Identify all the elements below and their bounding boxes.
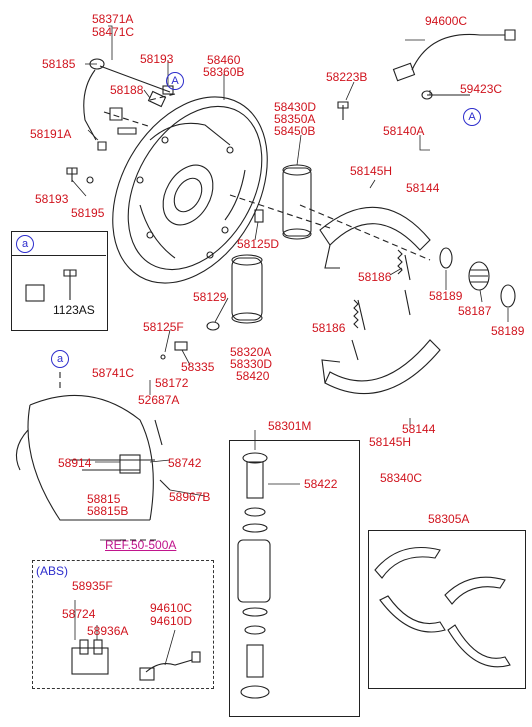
wheel-cylinder-upper-drawing bbox=[254, 101, 349, 240]
part-58430d: 58430D bbox=[274, 100, 317, 114]
part-58193-top: 58193 bbox=[140, 52, 174, 66]
part-58189-a: 58189 bbox=[429, 289, 463, 303]
part-58191a: 58191A bbox=[30, 127, 72, 141]
part-58140a: 58140A bbox=[383, 124, 425, 138]
part-58935f: 58935F bbox=[72, 579, 113, 593]
part-58936a: 58936A bbox=[87, 624, 129, 638]
part-58144-bot: 58144 bbox=[402, 422, 436, 436]
part-94610c: 94610C bbox=[150, 601, 193, 615]
backing-plate-lower-drawing bbox=[15, 394, 171, 521]
part-58223b: 58223B bbox=[326, 70, 368, 84]
part-58460: 58460 bbox=[207, 53, 241, 67]
part-58188: 58188 bbox=[110, 83, 144, 97]
callout-a-mid: a bbox=[51, 350, 69, 368]
backing-plate-drawing bbox=[112, 96, 268, 284]
part-58144-top: 58144 bbox=[406, 181, 440, 195]
callout-a-top: A bbox=[166, 72, 184, 90]
part-58186-mid: 58186 bbox=[312, 321, 346, 335]
part-59423c: 59423C bbox=[460, 82, 503, 96]
part-58125d: 58125D bbox=[237, 237, 280, 251]
part-58189-b: 58189 bbox=[491, 324, 525, 338]
part-58340c: 58340C bbox=[380, 471, 423, 485]
part-58742: 58742 bbox=[168, 456, 202, 470]
callout-a-right: A bbox=[463, 108, 481, 126]
part-58420: 58420 bbox=[236, 369, 270, 383]
callout-a-box: a bbox=[16, 235, 34, 253]
wheel-cylinder-lower-drawing bbox=[160, 254, 263, 360]
adjuster-parts-drawing bbox=[439, 247, 516, 308]
part-58335: 58335 bbox=[181, 360, 215, 374]
part-58914: 58914 bbox=[58, 456, 92, 470]
part-58360b: 58360B bbox=[203, 65, 245, 79]
part-58145h-top: 58145H bbox=[350, 164, 393, 178]
part-58450b: 58450B bbox=[274, 124, 316, 138]
part-58187: 58187 bbox=[458, 304, 492, 318]
sensor-cable-drawing bbox=[392, 29, 516, 100]
part-58330d: 58330D bbox=[230, 357, 273, 371]
part-1123as: 1123AS bbox=[53, 303, 95, 317]
part-58967b: 58967B bbox=[169, 490, 211, 504]
part-94610d: 94610D bbox=[150, 614, 193, 628]
inset-part-drawing bbox=[25, 269, 77, 302]
part-58195: 58195 bbox=[71, 206, 105, 220]
part-58422: 58422 bbox=[304, 477, 338, 491]
cylinder-kit-box bbox=[229, 440, 360, 717]
part-58371a: 58371A bbox=[92, 12, 134, 26]
part-58724: 58724 bbox=[62, 607, 96, 621]
shoe-kit-box bbox=[368, 530, 526, 689]
assembly-axis-lines bbox=[59, 93, 431, 541]
part-58186-top: 58186 bbox=[358, 270, 392, 284]
inset-box-a bbox=[11, 231, 108, 331]
part-58305a: 58305A bbox=[428, 512, 470, 526]
inset-box-a-header bbox=[11, 231, 106, 256]
part-58172: 58172 bbox=[155, 376, 189, 390]
part-58125f: 58125F bbox=[143, 320, 184, 334]
part-58741c: 58741C bbox=[92, 366, 135, 380]
part-58193-mid: 58193 bbox=[35, 192, 69, 206]
part-58471c: 58471C bbox=[92, 25, 135, 39]
part-52687a: 52687A bbox=[138, 393, 180, 407]
reference-link[interactable]: REF.50-500A bbox=[105, 538, 177, 552]
abs-label: (ABS) bbox=[36, 564, 69, 578]
leader-lines bbox=[71, 25, 509, 666]
part-58185: 58185 bbox=[42, 57, 76, 71]
part-58145h-bot: 58145H bbox=[369, 435, 412, 449]
part-94600c: 94600C bbox=[425, 14, 468, 28]
part-58350a: 58350A bbox=[274, 112, 316, 126]
abs-parts-drawing bbox=[71, 639, 201, 681]
cylinder-kit-drawing bbox=[237, 452, 271, 699]
brake-shoes-drawing bbox=[319, 206, 441, 395]
abs-box bbox=[32, 560, 214, 689]
part-58815: 58815 bbox=[87, 492, 121, 506]
part-58301m: 58301M bbox=[268, 419, 312, 433]
part-58320a: 58320A bbox=[230, 345, 272, 359]
brake-pipe-drawing bbox=[66, 58, 174, 184]
part-58815b: 58815B bbox=[87, 504, 129, 518]
part-58129: 58129 bbox=[193, 290, 227, 304]
shoe-kit-drawing bbox=[374, 546, 511, 668]
